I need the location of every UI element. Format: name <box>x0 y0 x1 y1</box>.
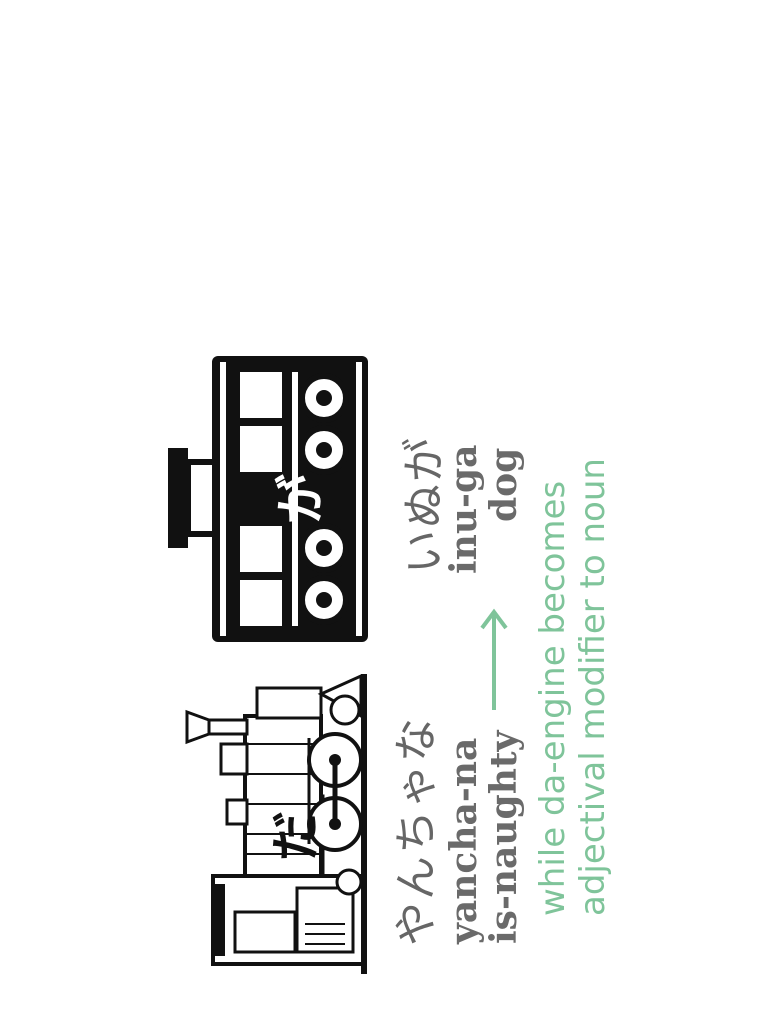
left-kana: やんちゃな <box>391 716 442 946</box>
right-gloss: dog <box>483 447 525 522</box>
caption-line-2: adjectival modifier to noun <box>573 458 613 916</box>
right-romaji: inu-ga <box>443 444 485 574</box>
car-label: が <box>271 474 330 524</box>
left-gloss: is-naughty <box>483 730 525 944</box>
engine-label: だ <box>266 811 325 861</box>
left-romaji: yancha-na <box>443 737 485 944</box>
steam-locomotive-icon <box>185 674 367 974</box>
passenger-car-icon <box>168 356 368 642</box>
arrow-right-icon <box>480 608 508 710</box>
caption-line-1: while da-engine becomes <box>533 480 573 916</box>
